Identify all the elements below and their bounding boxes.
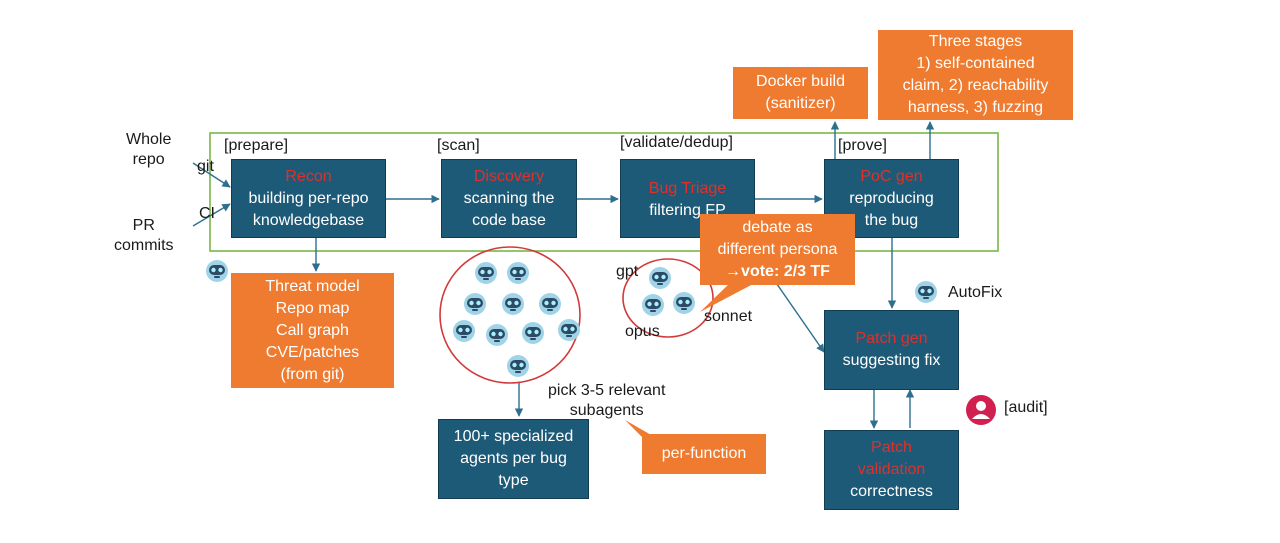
agents-box: 100+ specialized agents per bug type [438,419,589,499]
robot-icon [507,355,529,377]
patch-validation-text: correctness [850,483,933,500]
debate-note: debate as different persona →vote: 2/3 T… [700,214,855,285]
gpt-label: gpt [616,263,639,280]
input-ci-label: CI [199,205,215,222]
debate-text: debate as different persona [717,218,838,258]
robot-icon [539,293,561,315]
autofix-label: AutoFix [948,284,1003,301]
robot-icon [522,322,544,344]
stage-prepare: [prepare] [224,137,289,154]
recon-box: Recon building per-repo knowledgebase [231,159,386,238]
sonnet-label: sonnet [704,308,753,325]
stage-scan: [scan] [437,137,480,154]
robot-icon [486,324,508,346]
input-git-label: git [197,158,214,175]
three-stages-note: Three stages 1) self-contained claim, 2)… [878,30,1073,120]
robot-icon [502,293,524,315]
patch-validation-box: Patch validation correctness [824,430,959,510]
stage-frame [209,132,999,252]
subagent-circle [439,246,581,384]
robot-icon [475,262,497,284]
per-function-note: per-function [642,434,766,474]
patch-gen-text: suggesting fix [842,352,941,369]
stage-validate: [validate/dedup] [620,134,733,151]
debate-pointer [700,283,755,312]
discovery-text: scanning the code base [463,189,555,229]
person-icon [966,395,996,425]
robot-icon [915,281,937,303]
triage-title: Bug Triage [648,180,727,197]
vote-text: →vote: 2/3 TF [725,262,830,280]
threat-model-note: Threat model Repo map Call graph CVE/pat… [231,273,394,388]
patch-gen-title: Patch gen [855,330,928,347]
patch-gen-box: Patch gen suggesting fix [824,310,959,390]
robot-icon [206,260,228,282]
audit-label: [audit] [1004,399,1048,416]
robot-icon [642,294,664,316]
robot-icon [649,267,671,289]
pick-subagents-label: pick 3-5 relevant subagents [548,382,666,419]
arrow-pr-commits [192,203,231,227]
robot-icon [464,293,486,315]
robot-icon [507,262,529,284]
stage-prove: [prove] [838,137,887,154]
recon-text: building per-repo knowledgebase [248,189,369,229]
robot-icon [453,320,475,342]
patch-validation-title: Patch validation [857,439,926,478]
opus-label: opus [625,323,660,340]
poc-title: PoC gen [860,167,923,185]
discovery-title: Discovery [473,167,545,185]
input-whole-repo: Whole repo [126,131,172,168]
arrow-whole-repo [192,162,231,188]
model-circle [622,258,714,338]
docker-note: Docker build (sanitizer) [733,67,868,119]
input-pr-commits: PR commits [114,217,174,254]
recon-title: Recon [285,167,332,185]
poc-text: reproducing the bug [849,189,934,229]
robot-icon [673,292,695,314]
robot-icon [558,319,580,341]
discovery-box: Discovery scanning the code base [441,159,577,238]
